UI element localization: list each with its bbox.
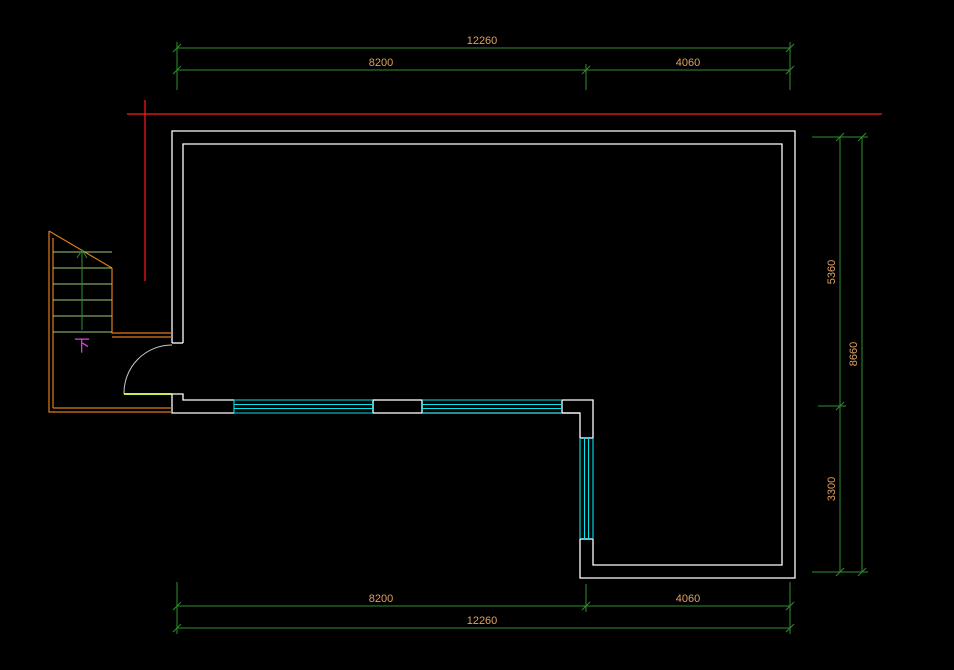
inner-wall-lower-return <box>562 399 594 438</box>
window-right-vertical <box>579 438 594 539</box>
stair-outer-edge <box>48 231 172 413</box>
inner-wall-outline <box>182 143 783 566</box>
door-jamb-lower <box>172 393 234 401</box>
top-left-dimension: 8200 <box>369 57 393 69</box>
window-middle <box>422 399 562 414</box>
stair <box>48 230 172 413</box>
door-swing-arc <box>123 344 173 395</box>
outer-wall-outline <box>171 130 796 579</box>
stair-arrow-head <box>76 249 88 259</box>
right-upper-dimension: 5360 <box>826 260 838 284</box>
top-dimensions <box>172 42 795 90</box>
right-lower-dimension: 3300 <box>826 477 838 501</box>
window-left <box>233 399 373 414</box>
top-right-dimension: 4060 <box>676 57 700 69</box>
stair-inner-edge <box>111 268 172 334</box>
right-total-dimension: 8660 <box>848 342 860 366</box>
stair-label: 下 <box>74 336 90 355</box>
wall-pier-middle <box>372 399 423 414</box>
bottom-dimensions <box>172 582 795 634</box>
stair-break-line <box>48 230 113 269</box>
right-dimensions <box>812 132 868 577</box>
entry-door <box>123 344 173 395</box>
walls <box>171 130 796 579</box>
axis-lines <box>127 100 882 281</box>
wall-lower-left <box>171 394 234 414</box>
windows <box>233 399 594 539</box>
bottom-left-dimension: 8200 <box>369 593 393 605</box>
bottom-total-dimension: 12260 <box>467 615 498 627</box>
bottom-right-dimension: 4060 <box>676 593 700 605</box>
top-total-dimension: 12260 <box>467 35 498 47</box>
